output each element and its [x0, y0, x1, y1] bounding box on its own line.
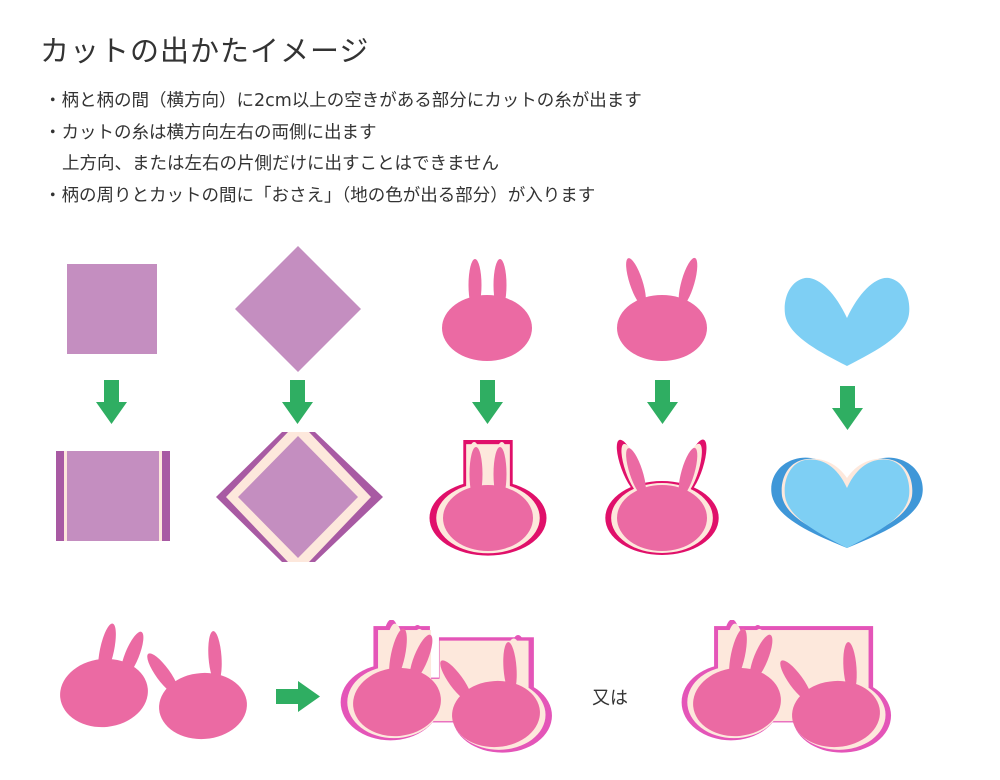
down-arrow-icon: [832, 386, 863, 430]
page-title: カットの出かたイメージ: [40, 34, 370, 68]
heart-original: [784, 277, 910, 366]
diamond-result: [216, 432, 383, 562]
right-arrow-icon: [276, 681, 320, 712]
two-rabbits-result-a: [340, 620, 552, 753]
square-result: [56, 451, 170, 541]
rabbit-angled-original: [617, 257, 707, 361]
or-label: 又は: [592, 688, 628, 709]
diamond-original: [235, 246, 361, 372]
note-1: ・柄と柄の間（横方向）に2cm以上の空きがある部分にカットの糸が出ます: [44, 91, 642, 111]
down-arrow-icon: [472, 380, 503, 424]
square-original: [67, 264, 157, 354]
heart-result: [771, 457, 923, 548]
rabbit-straight-original: [442, 259, 532, 361]
note-4: ・柄の周りとカットの間に「おさえ」（地の色が出る部分）が入ります: [44, 185, 596, 206]
two-rabbits-result-b: [681, 620, 892, 753]
down-arrow-icon: [647, 380, 678, 424]
notes-list: ・柄と柄の間（横方向）に2cm以上の空きがある部分にカットの糸が出ます ・カット…: [44, 86, 642, 212]
two-rabbits-original: [60, 623, 247, 740]
down-arrow-icon: [96, 380, 127, 424]
note-2: ・カットの糸は横方向左右の両側に出ます: [44, 122, 377, 143]
down-arrow-icon: [282, 380, 313, 424]
rabbit-angled-result: [605, 439, 719, 555]
rabbit-straight-result: [429, 440, 547, 556]
note-3: 上方向、または左右の片側だけに出すことはできません: [62, 154, 499, 174]
